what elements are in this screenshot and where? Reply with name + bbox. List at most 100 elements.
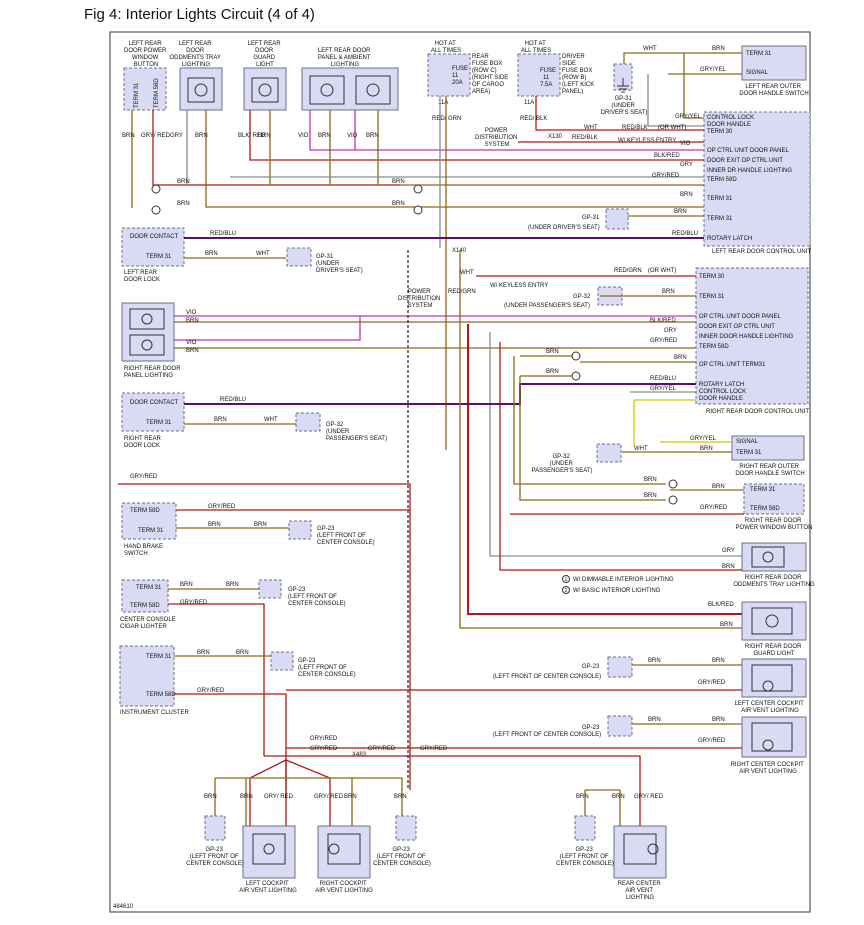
svg-text:(LEFT FRONT OF CENTER CONSOLE): (LEFT FRONT OF CENTER CONSOLE) [493, 674, 601, 680]
svg-text:LEFT REAR DOOR LOCK: LEFT REAR DOOR LOCK [124, 270, 160, 283]
lr-outer-handle-switch: TERM 31 SIGNAL LEFT REAR OUTER DOOR HAND… [739, 45, 809, 97]
bulb-icon [762, 739, 774, 751]
svg-text:BRN: BRN [712, 46, 725, 52]
svg-text:TERM 31: TERM 31 [707, 196, 733, 202]
svg-text:RED/ BLK: RED/ BLK [520, 116, 547, 122]
bulb-icon [141, 313, 153, 325]
bulb-icon [194, 83, 208, 97]
svg-text:TERM 31: TERM 31 [146, 254, 172, 260]
svg-text:DOOR CONTACT: DOOR CONTACT [130, 400, 179, 406]
svg-text:W/ KEYLESS ENTRY: W/ KEYLESS ENTRY [618, 138, 676, 144]
power-distribution-top: POWER DISTRIBUTION SYSTEM X130 W/ KEYLES… [475, 128, 676, 148]
svg-text:VIO: VIO [186, 340, 197, 346]
svg-text:GP-23 (LEFT FRONT OF: GP-23 (LEFT FRONT OF CENTER CONSOLE) [556, 847, 614, 867]
svg-text:BRN: BRN [546, 349, 559, 355]
svg-text:GP-31 (UNDER D: GP-31 (UNDER DRIVER'S SEAT) [601, 96, 648, 116]
bulb-icon [263, 843, 275, 855]
rear-center-vent-light: REAR CENTER AIR VENT LIGHTING [613, 825, 667, 901]
rr-door-lock: DOOR CONTACT TERM 31 RIGHT REAR DOOR LOC… [121, 392, 185, 449]
svg-text:BLK/RED: BLK/RED [654, 153, 680, 159]
svg-text:SIGNAL: SIGNAL [736, 439, 759, 445]
svg-text:BRN: BRN [674, 355, 687, 361]
lr-window-button: LEFT REAR DOOR POWER WINDOW BUTTON TERM … [123, 41, 167, 111]
svg-text:GRY/RED: GRY/RED [310, 746, 338, 752]
svg-text:BRN: BRN [240, 794, 253, 800]
ground-gp32-mid: GP-32 (UNDER PASSENGER'S SEAT) [295, 412, 387, 442]
svg-text:WHT: WHT [460, 270, 474, 276]
svg-text:DRIVER SIDE FU: DRIVER SIDE FUSE BOX (ROW B) (LEFT KICK … [562, 54, 596, 95]
svg-text:BRN: BRN [344, 794, 357, 800]
svg-text:HAND BRAKE SWITCH: HAND BRAKE SWITCH [124, 544, 165, 557]
lr-oddments-tray-light: LEFT REAR DOOR ODDMENTS TRAY LIGHTING [169, 41, 223, 111]
svg-text:GRY/RED: GRY/RED [197, 688, 225, 694]
svg-text:11A: 11A [524, 100, 534, 106]
driver-fuse-box: HOT AT ALL TIMES FUSE 11 7.5A DRIVER SID… [517, 41, 596, 106]
connector-x483: X483 [352, 752, 367, 758]
svg-text:2: 2 [565, 588, 568, 594]
figure-title: Fig 4: Interior Lights Circuit (4 of 4) [84, 6, 315, 23]
ground-gp31-mid: GP-31 (UNDER DRIVER'S SEAT) [286, 247, 363, 274]
svg-text:(OR WHT): (OR WHT) [658, 125, 686, 131]
svg-text:TERM 31: TERM 31 [750, 487, 776, 493]
ground-gp23-bottom-right: GP-23 (LEFT FRONT OF CENTER CONSOLE) [556, 815, 614, 867]
ground-gp23-lc: GP-23 (LEFT FRONT OF CENTER CONSOLE) [493, 656, 633, 680]
svg-text:GRY/ RED: GRY/ RED [264, 794, 294, 800]
svg-text:BRN: BRN [546, 369, 559, 375]
rr-outer-handle-switch: SIGNAL TERM 31 RIGHT REAR OUTER DOOR HAN… [731, 435, 805, 477]
svg-text:BRN: BRN [214, 417, 227, 423]
svg-text:BRN: BRN [680, 192, 693, 198]
svg-text:RIGHT REAR DOOR CONTROL UNIT: RIGHT REAR DOOR CONTROL UNIT [706, 409, 809, 415]
connector-x140: X140 [452, 248, 467, 254]
hand-brake-switch: TERM 58D TERM 31 HAND BRAKE SWITCH [121, 502, 177, 557]
splice-markers [151, 184, 678, 505]
ground-gp23-bottom-left: GP-23 (LEFT FRONT OF CENTER CONSOLE) [186, 815, 244, 867]
svg-text:BRN: BRN [208, 522, 221, 528]
svg-text:GP-31: GP-31 [582, 215, 600, 221]
svg-text:GRY/RED: GRY/RED [650, 338, 678, 344]
svg-text:TERM 31: TERM 31 [134, 82, 140, 108]
ground-gp32-top: GP-32 (UNDER PASSENGER'S SEAT) [504, 286, 623, 309]
svg-text:DOOR HANDLE: DOOR HANDLE [699, 396, 743, 402]
svg-text:FUSE 11 7.5A: FUSE 11 7.5A [540, 68, 558, 88]
rc-cockpit-vent-light: RIGHT CENTER COCKPIT AIR VENT LIGHTING [731, 716, 807, 775]
svg-text:REAR FUSE BOX: REAR FUSE BOX (ROW C) (RIGHT SIDE OF CAR… [472, 54, 510, 95]
svg-text:WHT: WHT [584, 125, 598, 131]
svg-text:BRN: BRN [177, 179, 190, 185]
svg-text:FUSE 11 20A: FUSE 11 20A [452, 66, 470, 86]
svg-text:BRN: BRN [392, 179, 405, 185]
svg-text:RED/BLU: RED/BLU [672, 231, 698, 237]
svg-text:SIGNAL: SIGNAL [746, 70, 769, 76]
bulb-icon [328, 843, 340, 855]
svg-text:OP CTRL UNIT TERM31: OP CTRL UNIT TERM31 [699, 362, 766, 368]
rr-guard-light: RIGHT REAR DOOR GUARD LIGHT [741, 601, 807, 657]
svg-text:(UNDER PASSENGER'S SEAT): (UNDER PASSENGER'S SEAT) [504, 303, 590, 309]
svg-text:BRN: BRN [712, 717, 725, 723]
svg-text:BRN: BRN [204, 794, 217, 800]
svg-text:BRN: BRN [644, 493, 657, 499]
bulb-icon [647, 843, 659, 855]
svg-text:GRY/ RED: GRY/ RED [141, 133, 171, 139]
wires [118, 52, 744, 826]
svg-text:TERM 58D: TERM 58D [146, 692, 176, 698]
svg-text:GP-32 (UNDER P: GP-32 (UNDER PASSENGER'S SEAT) [326, 422, 387, 442]
svg-text:RED/BLU: RED/BLU [220, 397, 246, 403]
svg-text:GP-23 (LEFT FRONT OF: GP-23 (LEFT FRONT OF CENTER CONSOLE) [373, 847, 431, 867]
figure-id: 484610 [113, 904, 134, 910]
svg-text:GRY/RED: GRY/RED [368, 746, 396, 752]
svg-text:BRN: BRN [648, 717, 661, 723]
svg-text:CENTER CONSOLE CIGAR L: CENTER CONSOLE CIGAR LIGHTER [120, 617, 177, 630]
svg-text:RIGHT REAR DOOR GUARD: RIGHT REAR DOOR GUARD LIGHT [745, 644, 803, 657]
svg-text:TERM 30: TERM 30 [699, 274, 725, 280]
svg-text:RED/BLU: RED/BLU [650, 376, 676, 382]
rr-oddments-tray-light: RIGHT REAR DOOR ODDMENTS TRAY LIGHTING [733, 542, 815, 588]
ground-gp23-cigar: GP-23 (LEFT FRONT OF CENTER CONSOLE) [258, 579, 346, 607]
svg-text:TERM 58D: TERM 58D [154, 78, 160, 108]
svg-text:WHT: WHT [634, 446, 648, 452]
wire-labels: BRN GRY/ RED GRY BRN BLK/ RED BRN VIO BR… [122, 46, 735, 800]
svg-text:BRN: BRN [674, 209, 687, 215]
svg-text:W/ DIMMABLE INTERIOR LIGHTING: W/ DIMMABLE INTERIOR LIGHTING [573, 577, 674, 583]
svg-text:GRY/ RED: GRY/ RED [314, 794, 344, 800]
bulb-icon [141, 339, 153, 351]
rr-window-button: TERM 31 TERM 58D RIGHT REAR DOOR POWER W… [736, 483, 812, 531]
